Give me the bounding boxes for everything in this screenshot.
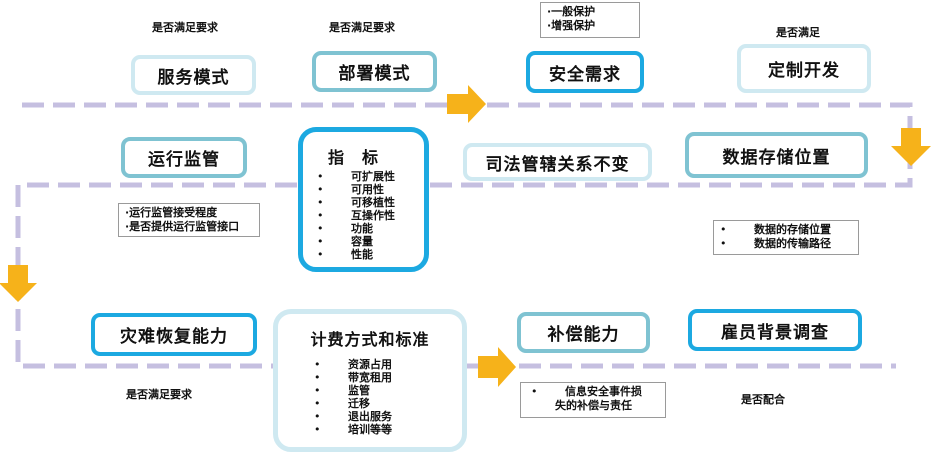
billing-item: 带宽租用 [314,371,462,384]
indicator-item: 可移植性 [317,196,424,209]
service-requirement-label: 是否满足要求 [152,21,218,34]
indicators-box: 指 标 可扩展性 可用性 可移植性 互操作性 功能 容量 性能 [298,127,429,272]
custom-requirement-label: 是否满足 [776,26,820,39]
disaster-recovery-box: 灾难恢复能力 [91,313,257,356]
note-line: 数据的存储位置 [720,223,852,237]
jurisdiction-box: 司法管辖关系不变 [463,143,652,181]
indicator-item: 可扩展性 [317,170,424,183]
indicators-title: 指 标 [327,148,379,167]
arrow-down-icon [0,265,37,302]
security-levels-note: ·一般保护 ·增强保护 [540,2,640,38]
compensation-box: 补偿能力 [517,312,650,353]
billing-box: 计费方式和标准 资源占用 带宽租用 监管 迁移 退出服务 培训等等 [273,309,467,452]
note-line: ·是否提供运行监管接口 [125,220,240,233]
indicator-item: 功能 [317,222,424,235]
compensation-note: 信息安全事件损 失的补偿与责任 [520,382,666,418]
data-location-box: 数据存储位置 [685,132,868,178]
note-line: ·增强保护 [547,19,596,32]
billing-item: 监管 [314,384,462,397]
billing-item: 资源占用 [314,358,462,371]
note-line: 数据的传输路径 [720,237,852,251]
disaster-requirement-label: 是否满足要求 [126,388,192,401]
billing-item: 培训等等 [314,423,462,436]
deploy-mode-box: 部署模式 [312,51,437,92]
indicator-item: 性能 [317,248,424,261]
employee-check-box: 雇员背景调查 [688,309,862,351]
custom-dev-box: 定制开发 [737,44,871,93]
security-needs-box: 安全需求 [526,51,644,93]
note-line-continued: 失的补偿与责任 [555,399,632,412]
indicator-item: 可用性 [317,183,424,196]
deploy-requirement-label: 是否满足要求 [329,21,395,34]
note-line: ·一般保护 [547,5,596,18]
billing-title: 计费方式和标准 [310,330,430,349]
note-line: ·运行监管接受程度 [125,206,218,219]
arrow-right-icon [478,347,516,387]
billing-item: 退出服务 [314,410,462,423]
background-requirement-label: 是否配合 [741,393,785,406]
ops-monitor-note: ·运行监管接受程度 ·是否提供运行监管接口 [118,203,260,237]
service-mode-box: 服务模式 [131,55,256,95]
billing-list: 资源占用 带宽租用 监管 迁移 退出服务 培训等等 [278,358,462,436]
arrow-down-icon [891,128,931,166]
indicator-item: 容量 [317,235,424,248]
ops-monitor-box: 运行监管 [121,137,247,178]
indicators-list: 可扩展性 可用性 可移植性 互操作性 功能 容量 性能 [303,170,424,261]
arrow-right-icon [447,85,486,123]
indicator-item: 互操作性 [317,209,424,222]
billing-item: 迁移 [314,397,462,410]
note-line: 信息安全事件损 [531,385,659,399]
data-location-note: 数据的存储位置 数据的传输路径 [713,220,859,255]
